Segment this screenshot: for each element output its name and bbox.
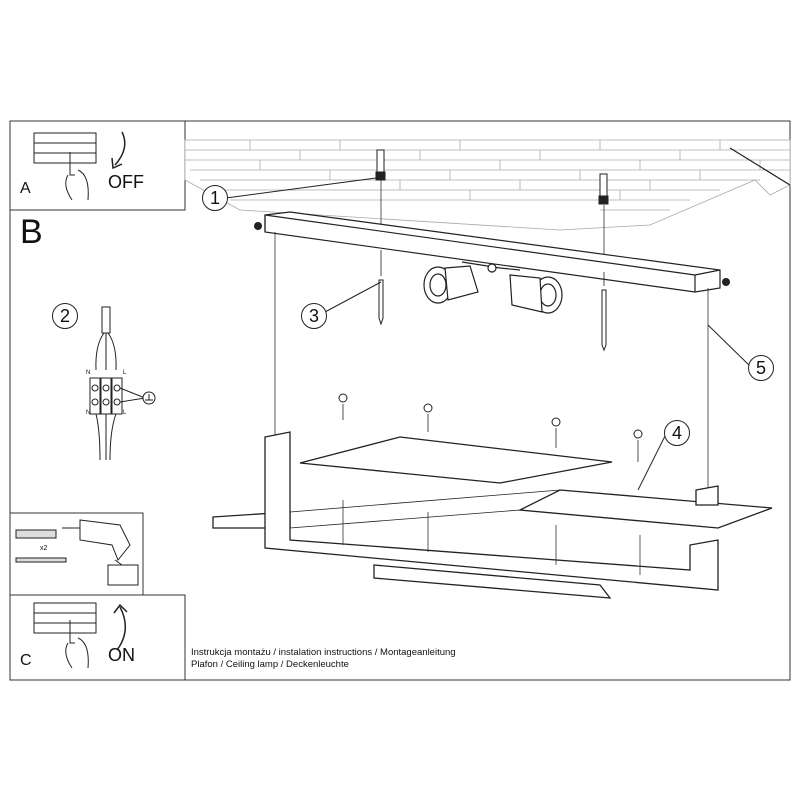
wall-plug-and-screw-icon (15, 529, 67, 563)
live-label-bottom: L (123, 410, 127, 416)
callout-2: 2 (52, 303, 78, 329)
outer-frame (9, 120, 791, 681)
screw-icon (378, 250, 607, 352)
drill-icon (62, 519, 139, 586)
step-a-letter: A (20, 180, 31, 197)
arrow-up-icon (116, 606, 126, 651)
arrow-down-icon (114, 131, 126, 166)
step-c-action: ON (108, 645, 135, 665)
callout-3: 3 (301, 303, 327, 329)
neutral-label-bottom: N (86, 410, 91, 416)
ceiling (184, 139, 791, 231)
screw-icon (254, 222, 730, 286)
terminal-block-icon (89, 306, 156, 461)
step-b-letter: B (20, 213, 43, 251)
callout-1: 1 (202, 185, 228, 211)
step-c-letter: C (20, 652, 32, 669)
caption: Instrukcja montażu / instalation instruc… (191, 647, 456, 671)
wall-plug-icon (375, 149, 609, 205)
callout-5: 5 (748, 355, 774, 381)
step-a-action: OFF (108, 172, 144, 192)
live-label-top: L (123, 370, 127, 376)
quantity-label: x2 (40, 545, 48, 552)
hand-icon (65, 152, 89, 669)
caption-line-2: Plafon / Ceiling lamp / Deckenleuchte (191, 659, 349, 670)
spotlight-icon (423, 261, 563, 314)
mounting-bar (264, 211, 721, 293)
callout-4: 4 (664, 420, 690, 446)
lamp-body (212, 431, 773, 599)
circuit-breaker-icon (33, 132, 97, 634)
caption-line-1: Instrukcja montażu / instalation instruc… (191, 647, 456, 658)
nut-icon (338, 393, 643, 462)
neutral-label-top: N (86, 370, 91, 376)
